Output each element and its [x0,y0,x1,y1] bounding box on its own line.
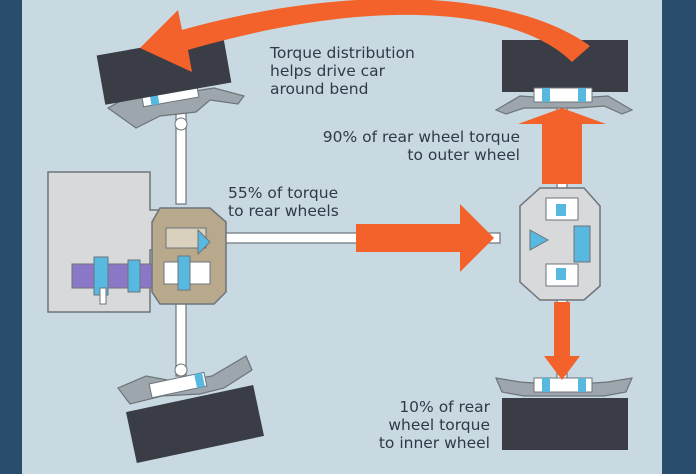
front-left-joint [174,117,188,131]
rear-left-cv-band-2 [578,88,586,102]
outer-wheel-arrow [518,108,606,184]
rear-left-cv-band [542,88,550,102]
label-line: Torque distribution [270,44,415,62]
front-diff-gear [177,255,191,291]
label-line: to inner wheel [378,434,490,452]
front-right-cv-band [194,372,205,389]
front-right-tyre [126,385,264,463]
rear-torque-arrow [356,204,494,272]
label-line: to outer wheel [407,146,520,164]
transfer-case [151,207,227,305]
rear-diff-pinion [529,229,550,251]
rear-right-wheel [495,377,633,450]
label-line: wheel torque [388,416,490,434]
label-line: 90% of rear wheel torque [322,128,520,146]
rear-split-label: 55% of torque to rear wheels [228,184,339,220]
gearbox-shaft [71,263,163,289]
front-left-wheel [96,33,246,131]
torque-distribution-label: Torque distribution helps drive car arou… [270,44,415,98]
label-line: helps drive car [270,62,386,80]
front-right-joint [174,363,188,377]
inner-wheel-arrow [544,302,580,380]
label-line: to rear wheels [228,202,339,220]
rear-right-cv-band [542,378,550,392]
gear-2 [127,259,141,293]
curved-arrow [140,0,590,72]
bevel-gear [197,228,211,256]
rear-differential [519,187,601,301]
front-left-tyre [96,33,232,105]
front-right-wheel [117,355,264,463]
gear-stub [99,287,107,305]
rear-diff-crown [573,225,591,263]
rear-right-cv-band-2 [578,378,586,392]
rear-right-tyre [502,398,628,450]
inner-wheel-label: 10% of rear wheel torque to inner wheel [360,398,490,452]
outer-wheel-label: 90% of rear wheel torque to outer wheel [290,128,520,164]
label-line: around bend [270,80,369,98]
label-line: 55% of torque [228,184,339,202]
rear-diff-upper-band [556,204,566,216]
engine-gearbox [47,171,163,313]
rear-diff-lower-band [556,268,566,280]
front-right-cv-joint [148,371,208,399]
torque-arrows [140,0,606,380]
rear-diff-housing [519,187,601,301]
label-line: 10% of rear [399,398,490,416]
